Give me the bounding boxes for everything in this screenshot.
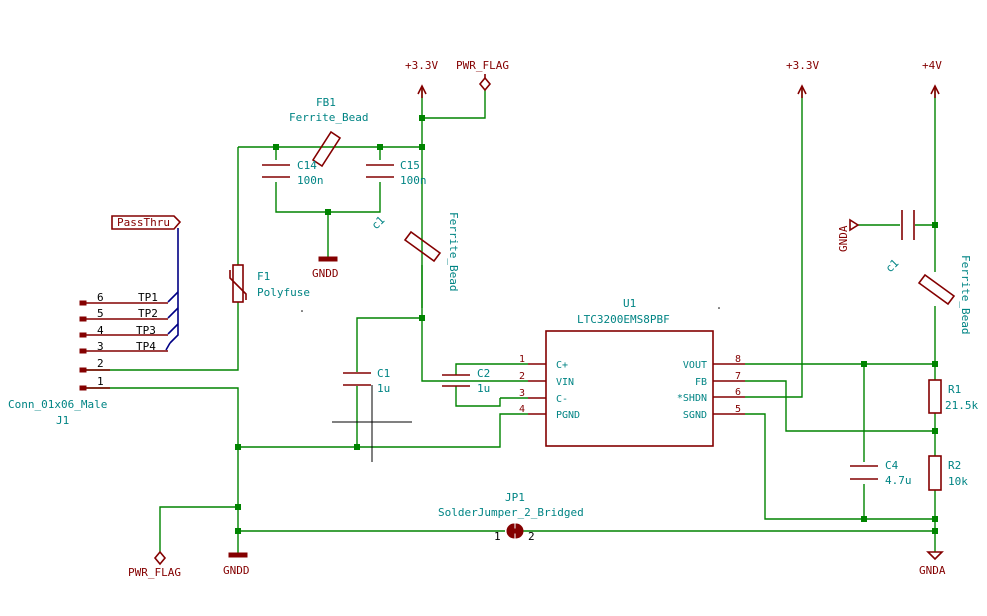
pwr-flag-bottom: PWR_FLAG xyxy=(128,550,181,579)
power-symbol-3v3-right: +3.3V xyxy=(786,59,819,98)
connector-j1: 6 5 4 3 2 1 TP1 TP2 TP3 TP4 Conn_01x06_M… xyxy=(8,291,168,427)
capacitor-c1: C1 1u xyxy=(332,367,412,462)
c4-value: 4.7u xyxy=(885,474,912,487)
u1-pin-7-num: 7 xyxy=(735,371,741,382)
r1-ref: R1 xyxy=(948,383,961,396)
u1-pin-4-num: 4 xyxy=(519,404,525,415)
u1-pin-8-name: VOUT xyxy=(683,360,707,371)
j1-pin-4: 4 xyxy=(97,324,104,337)
c4-ref: C4 xyxy=(885,459,899,472)
solder-jumper-jp1: JP1 SolderJumper_2_Bridged 1 2 xyxy=(438,491,584,543)
svg-text:c1: c1 xyxy=(369,214,388,233)
c14-ref: C14 xyxy=(297,159,317,172)
c15-ref: C15 xyxy=(400,159,420,172)
fb-mid-value: Ferrite_Bead xyxy=(447,212,460,291)
ferrite-bead-mid: Ferrite_Bead c1 xyxy=(369,212,460,291)
j1-pin-6: 6 xyxy=(97,291,104,304)
pwr-flag-bottom-label: PWR_FLAG xyxy=(128,566,181,579)
ferrite-bead-fb1: FB1 Ferrite_Bead xyxy=(289,96,368,168)
j1-ref: J1 xyxy=(56,414,69,427)
pwr-flag-top: PWR_FLAG xyxy=(456,59,509,92)
jp1-pin2: 2 xyxy=(528,530,535,543)
u1-pin-1-name: C+ xyxy=(556,360,568,371)
u1-pin-4-name: PGND xyxy=(556,410,580,421)
power-symbol-4v: +4V xyxy=(922,59,942,98)
power-symbol-3v3-left: +3.3V xyxy=(405,59,438,98)
u1-pin-5-num: 5 xyxy=(735,404,741,415)
j1-value: Conn_01x06_Male xyxy=(8,398,107,411)
gndd-bottom-label: GNDD xyxy=(223,564,250,577)
c2-value: 1u xyxy=(477,382,490,395)
pwr-flag-top-label: PWR_FLAG xyxy=(456,59,509,72)
ferrite-bead-right: Ferrite_Bead c1 xyxy=(883,255,972,334)
u1-pin-6-name: *SHDN xyxy=(677,393,707,404)
polyfuse-f1: F1 Polyfuse xyxy=(229,264,310,303)
tp1-label: TP1 xyxy=(138,291,158,304)
tp3-label: TP3 xyxy=(136,324,156,337)
junctions xyxy=(235,115,938,534)
resistor-r1: R1 21.5k xyxy=(928,379,978,414)
c1-ref: C1 xyxy=(377,367,390,380)
wires xyxy=(85,86,936,557)
c1-value: 1u xyxy=(377,382,390,395)
gndd-mid-label: GNDD xyxy=(312,267,339,280)
u1-pin-3-num: 3 xyxy=(519,388,525,399)
r1-value: 21.5k xyxy=(945,399,978,412)
jp1-ref: JP1 xyxy=(505,491,525,504)
fb-right-value: Ferrite_Bead xyxy=(959,255,972,334)
gnda-symbol-side: GNDA xyxy=(837,218,860,252)
f1-value: Polyfuse xyxy=(257,286,310,299)
u1-pin-3-name: C- xyxy=(556,394,568,405)
c15-value: 100n xyxy=(400,174,427,187)
capacitor-gnda-decoupling xyxy=(901,210,915,240)
capacitor-c15: C15 100n xyxy=(366,159,427,187)
capacitor-c2: C2 1u xyxy=(442,367,490,395)
gndd-symbol-bottom: GNDD xyxy=(223,552,250,577)
r2-ref: R2 xyxy=(948,459,961,472)
gnda-bottom-label: GNDA xyxy=(919,564,946,577)
u1-pin-5-name: SGND xyxy=(683,410,707,421)
u1-pin-8-num: 8 xyxy=(735,354,741,365)
u1-value: LTC3200EMS8PBF xyxy=(577,313,670,326)
fb1-ref: FB1 xyxy=(316,96,336,109)
j1-pin-3: 3 xyxy=(97,340,104,353)
j1-pin-1: 1 xyxy=(97,375,104,388)
u1-pin-6-num: 6 xyxy=(735,387,741,398)
u1-pin-2-name: VIN xyxy=(556,377,574,388)
u1-pin-7-name: FB xyxy=(695,377,707,388)
u1-ref: U1 xyxy=(623,297,636,310)
power-label-3v3-right: +3.3V xyxy=(786,59,819,72)
capacitor-c4: C4 4.7u xyxy=(850,459,912,487)
passthru-bus: PassThru xyxy=(111,215,182,351)
power-label-3v3-left: +3.3V xyxy=(405,59,438,72)
tp2-label: TP2 xyxy=(138,307,158,320)
ic-u1: U1 LTC3200EMS8PBF 1 C+ 2 VIN 3 C- 4 PGND… xyxy=(519,297,745,447)
svg-text:c1: c1 xyxy=(883,257,902,276)
fb1-value: Ferrite_Bead xyxy=(289,111,368,124)
jp1-value: SolderJumper_2_Bridged xyxy=(438,506,584,519)
capacitor-c14: C14 100n xyxy=(262,159,324,187)
jp1-pin1: 1 xyxy=(494,530,501,543)
passthru-label: PassThru xyxy=(117,216,170,229)
power-label-4v: +4V xyxy=(922,59,942,72)
gnda-symbol-bottom: GNDA xyxy=(919,551,946,577)
tp4-label: TP4 xyxy=(136,340,156,353)
u1-pin-2-num: 2 xyxy=(519,371,525,382)
gndd-symbol-mid: GNDD xyxy=(312,256,339,280)
c14-value: 100n xyxy=(297,174,324,187)
j1-pin-5: 5 xyxy=(97,307,104,320)
resistor-r2: R2 10k xyxy=(928,455,968,491)
j1-pin-2: 2 xyxy=(97,357,104,370)
r2-value: 10k xyxy=(948,475,968,488)
u1-pin-1-num: 1 xyxy=(519,354,525,365)
gnda-side-label: GNDA xyxy=(837,225,850,252)
f1-ref: F1 xyxy=(257,270,270,283)
c2-ref: C2 xyxy=(477,367,490,380)
